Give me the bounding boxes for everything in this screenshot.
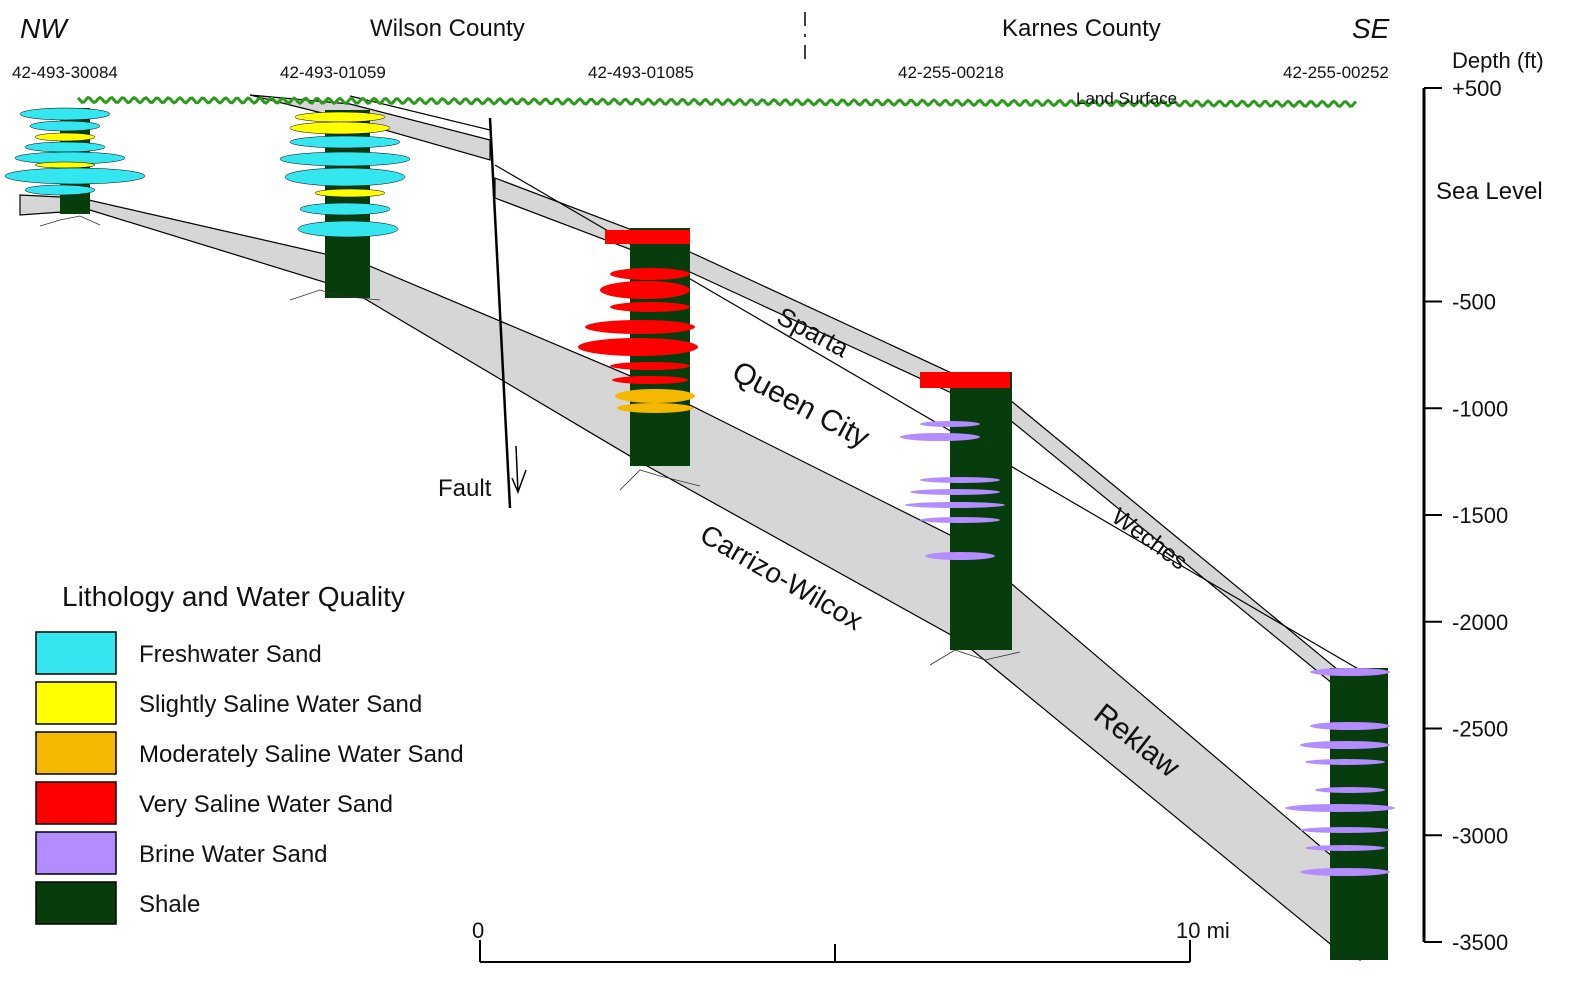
scale-bar-start: 0 xyxy=(472,918,484,943)
well-log-42-493-01059 xyxy=(279,110,411,301)
fault-arrowhead xyxy=(511,469,527,495)
scale-bar-end: 10 mi xyxy=(1176,918,1230,943)
depth-axis-ticks: +500 -500 -1000 -1500 -2000 -2500 -3000 -3500 xyxy=(1424,76,1508,955)
fault-arrow xyxy=(515,445,519,493)
depth-axis-tick-label: -500 xyxy=(1452,290,1496,315)
depth-axis-tick-label: -2500 xyxy=(1452,717,1508,742)
well-id: 42-493-01059 xyxy=(280,63,386,82)
direction-se: SE xyxy=(1352,13,1390,44)
legend-swatch xyxy=(35,631,117,675)
depth-axis-title: Depth (ft) xyxy=(1452,48,1544,73)
well-id: 42-255-00252 xyxy=(1283,63,1389,82)
depth-axis-tick-label: -1500 xyxy=(1452,503,1508,528)
legend-swatch xyxy=(35,781,117,825)
legend-swatch xyxy=(35,831,117,875)
legend-item-label: Moderately Saline Water Sand xyxy=(139,741,464,768)
depth-axis-tick-label: +500 xyxy=(1452,76,1502,101)
county-right-label: Karnes County xyxy=(1002,15,1161,42)
depth-axis-tick-label: -3500 xyxy=(1452,930,1508,955)
well-id: 42-493-30084 xyxy=(12,63,118,82)
land-surface-line xyxy=(76,95,1358,109)
fault-label: Fault xyxy=(438,475,492,502)
well-id: 42-255-00218 xyxy=(898,63,1004,82)
well-log-42-255-00252 xyxy=(1285,668,1395,960)
well-log-42-255-00218 xyxy=(900,372,1021,666)
legend-item-label: Slightly Saline Water Sand xyxy=(139,691,422,718)
land-surface-label: Land Surface xyxy=(1076,89,1177,108)
well-id: 42-493-01085 xyxy=(588,63,694,82)
depth-axis-tick-label: -3000 xyxy=(1452,823,1508,848)
depth-axis-tick-label: -1000 xyxy=(1452,396,1508,421)
legend-swatch xyxy=(35,681,117,725)
fault-line xyxy=(488,117,512,509)
well-log-42-493-30084 xyxy=(4,107,146,227)
legend-item-label: Very Saline Water Sand xyxy=(139,791,393,818)
legend-swatch xyxy=(35,731,117,775)
county-left-label: Wilson County xyxy=(370,15,525,42)
legend-item-label: Brine Water Sand xyxy=(139,841,328,868)
well-log-42-493-01085 xyxy=(578,228,701,491)
depth-axis-tick-label: -2000 xyxy=(1452,610,1508,635)
legend-item-label: Freshwater Sand xyxy=(139,641,322,668)
weches-top-line xyxy=(349,95,491,131)
legend-item-label: Shale xyxy=(139,891,200,918)
sea-level-label: Sea Level xyxy=(1436,178,1543,205)
legend-swatch xyxy=(35,881,117,925)
scale-bar xyxy=(479,940,1191,963)
legend-title: Lithology and Water Quality xyxy=(62,581,405,612)
direction-nw: NW xyxy=(20,13,69,44)
